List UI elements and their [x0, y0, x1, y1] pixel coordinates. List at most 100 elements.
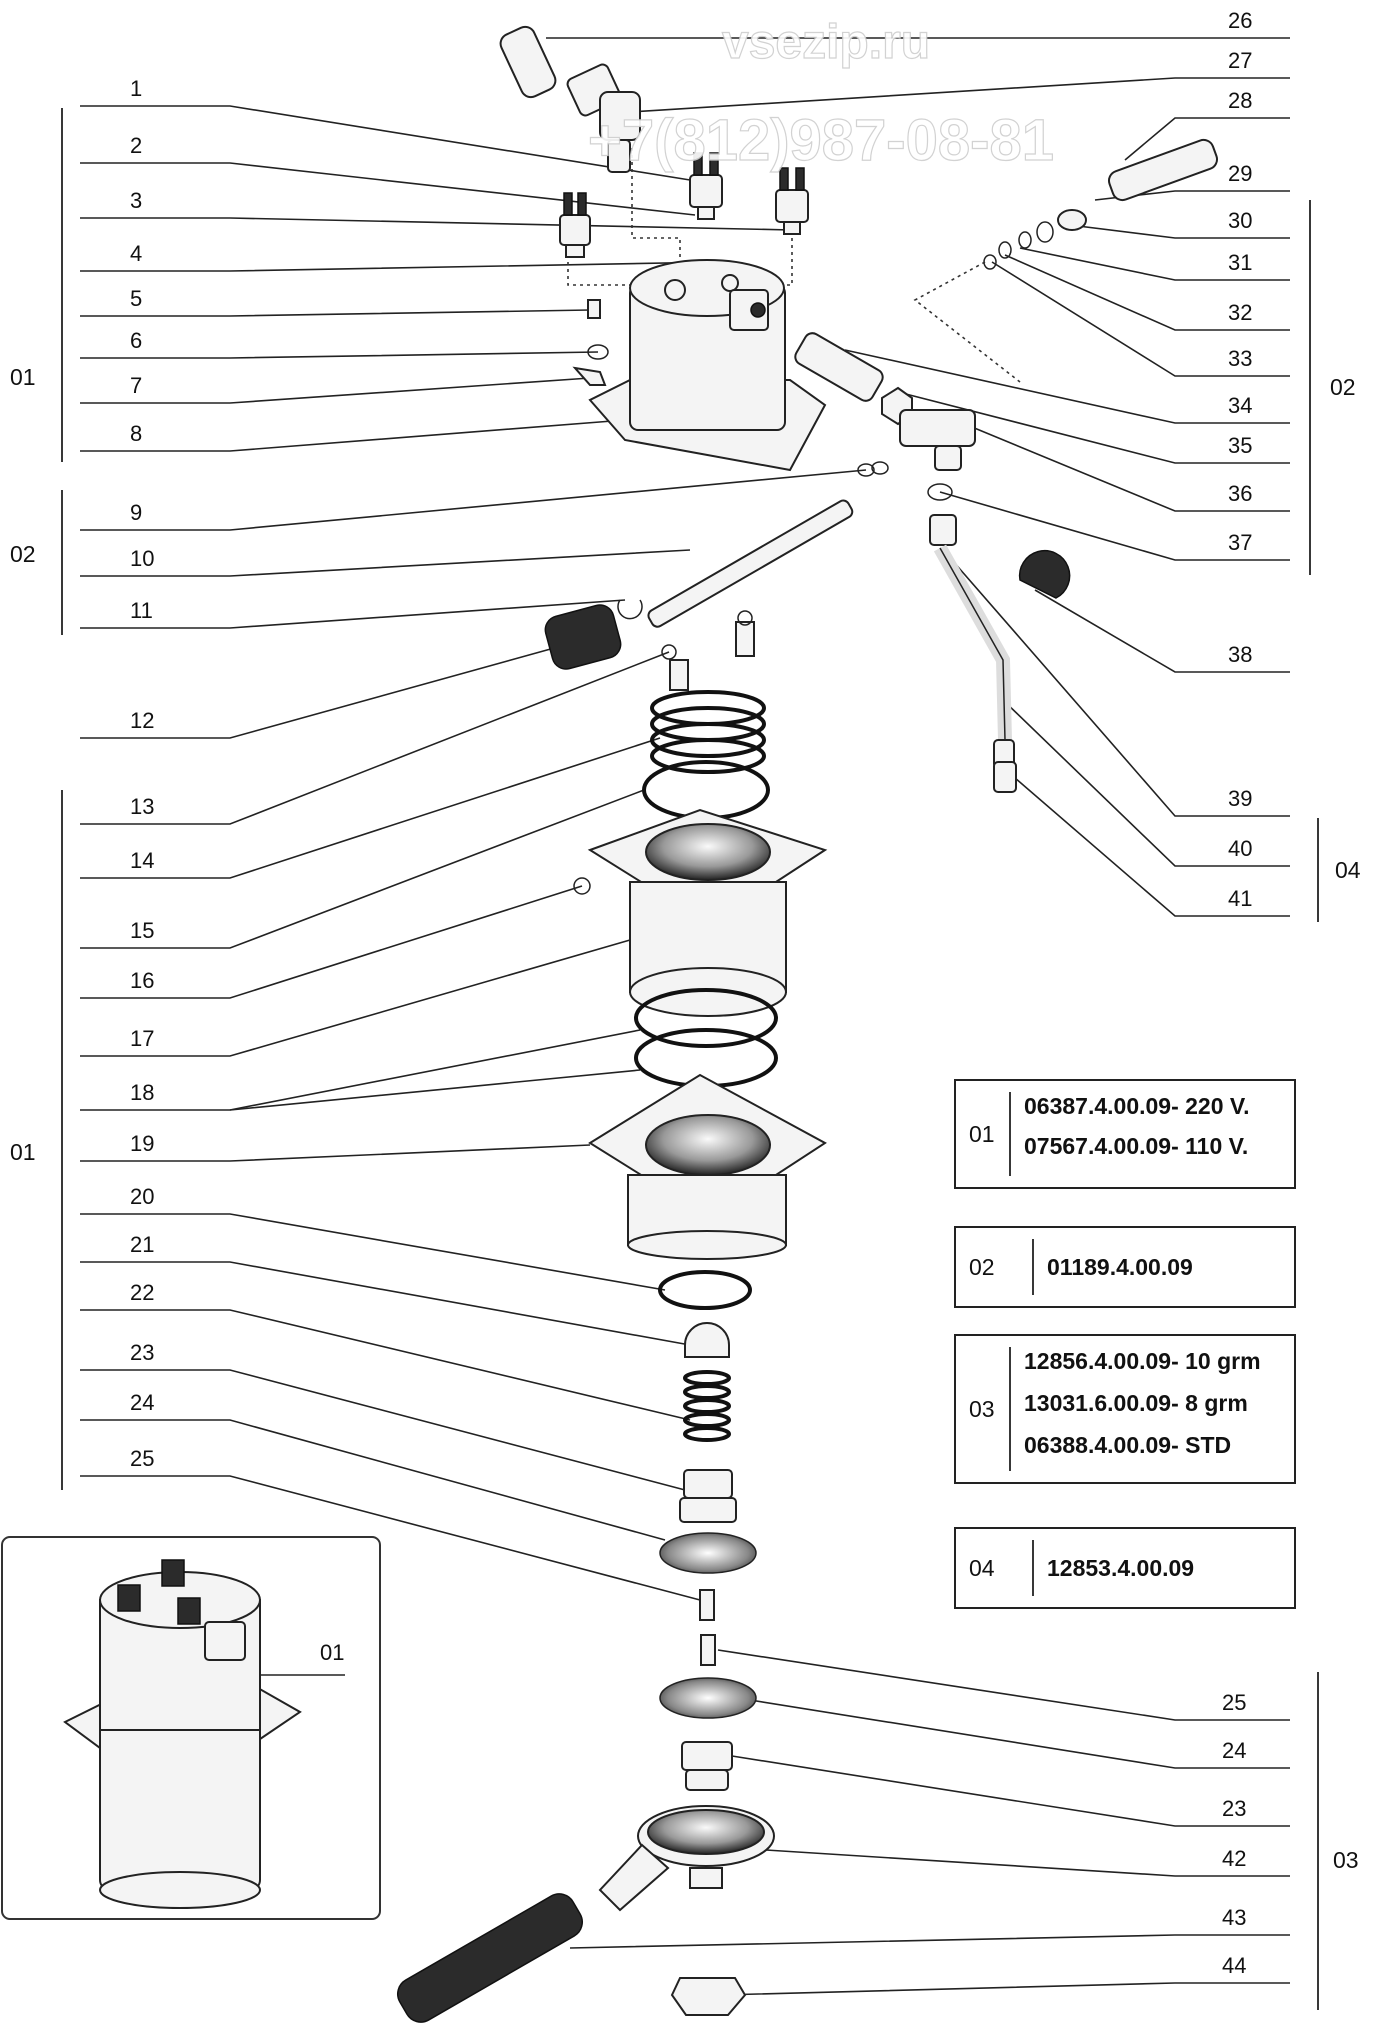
oring-18a [634, 988, 778, 1048]
callout-label-17: 17 [130, 1026, 154, 1051]
screw-25-lower [700, 1634, 716, 1666]
leader-line-left [80, 162, 696, 216]
leader-line-left [80, 939, 631, 1057]
legend-group-label: 01 [969, 1121, 995, 1147]
leader-line-right [991, 261, 1290, 377]
legend-box [954, 1334, 1296, 1484]
cap-38 [1018, 550, 1071, 599]
knob [544, 604, 622, 670]
leader-line-left [80, 1069, 641, 1111]
callout-label-3: 3 [130, 188, 142, 213]
legend-part-number: 06387.4.00.09- 220 V. [1024, 1093, 1250, 1119]
legend-box [954, 1226, 1296, 1308]
callout-label-11: 11 [130, 598, 153, 623]
callout-label-36: 36 [1228, 481, 1252, 506]
callout-label-24: 24 [130, 1390, 154, 1415]
callout-label-31: 31 [1228, 250, 1252, 275]
leader-line-left [80, 377, 591, 404]
gasket-20 [658, 1270, 752, 1310]
leader-line-left [80, 1261, 691, 1346]
leader-line-right [1061, 223, 1290, 239]
leader-line-right [719, 1982, 1290, 1996]
callout-label-4: 4 [130, 241, 142, 266]
callout-label-37: 37 [1228, 530, 1252, 555]
leader-line-left [80, 789, 645, 949]
leader-line-left [80, 1369, 686, 1491]
callout-label-29: 29 [1228, 161, 1252, 186]
callout-label-22: 22 [130, 1280, 154, 1305]
leader-line-right [749, 1699, 1290, 1769]
callout-label-5: 5 [130, 286, 142, 311]
leader-line-left [80, 549, 691, 577]
leader-line-left [80, 651, 670, 825]
leader-line-right [1002, 699, 1290, 867]
callout-label-6: 6 [130, 328, 142, 353]
watermark-site: vsezip.ru [722, 16, 930, 69]
thermostat-connectors [559, 152, 809, 286]
leader-line-left [80, 1144, 591, 1162]
legend-part-number: 12856.4.00.09- 10 grm [1024, 1348, 1261, 1374]
left-callout-labels: 1234567891011121314151617181920212223242… [80, 76, 867, 1601]
legend-part-number: 12853.4.00.09 [1047, 1555, 1194, 1581]
filter-disc-24 [659, 1532, 757, 1574]
leader-line-left [80, 469, 867, 531]
callout-label-26: 26 [1228, 8, 1252, 33]
legend-row-02: 02 01189.4.00.09 [954, 1226, 1296, 1308]
legend-group-label: 02 [969, 1254, 995, 1280]
group-label-left-01-bottom: 01 [10, 1139, 36, 1165]
leader-line-left [80, 599, 626, 629]
heating-coil [650, 610, 766, 774]
watermark-phone: +7(812)987-08-81 [588, 108, 1054, 173]
group-label-right-02: 02 [1330, 374, 1356, 400]
callout-label-39: 39 [1228, 786, 1252, 811]
callout-label-14: 14 [130, 848, 154, 873]
filter-disc-24-lower [659, 1677, 757, 1719]
leader-line-right [844, 349, 1290, 424]
callout-label-20: 20 [130, 1184, 154, 1209]
leader-line-left [80, 1213, 666, 1291]
leader-line-right [999, 764, 1290, 917]
callout-label-1: 1 [130, 76, 142, 101]
callout-label-33: 33 [1228, 346, 1252, 371]
leader-line-left [80, 105, 691, 181]
callout-label-15: 15 [130, 918, 154, 943]
boiler-upper-body [572, 259, 827, 472]
callout-label-44: 44 [1222, 1953, 1246, 1978]
leader-line-left [80, 737, 661, 879]
callout-label-13: 13 [130, 794, 154, 819]
steam-wand [929, 514, 1017, 793]
callout-label-25: 25 [1222, 1690, 1246, 1715]
callout-label-23: 23 [1222, 1796, 1246, 1821]
inset-boiler-assembly [63, 1559, 345, 1909]
callout-label-18: 18 [130, 1080, 154, 1105]
legend-part-number: 06388.4.00.09- STD [1024, 1432, 1231, 1458]
steam-valve-fittings [794, 138, 1218, 501]
legend-part-number: 13031.6.00.09- 8 grm [1024, 1390, 1248, 1416]
legend-box [954, 1079, 1296, 1189]
leader-line-left [80, 1419, 666, 1541]
legend-part-number: 01189.4.00.09 [1047, 1254, 1193, 1280]
screw-25 [699, 1589, 715, 1621]
leader-line-right [1019, 247, 1290, 281]
callout-label-42: 42 [1222, 1846, 1246, 1871]
leader-line-left [80, 261, 721, 272]
spout-44 [670, 1977, 747, 2016]
portafilter-42 [598, 1805, 775, 1912]
callout-label-12: 12 [130, 708, 154, 733]
callout-label-43: 43 [1222, 1905, 1246, 1930]
callout-label-40: 40 [1228, 836, 1252, 861]
group-label-left-01-top: 01 [10, 364, 36, 390]
nozzle-23-lower [681, 1741, 733, 1791]
callout-label-28: 28 [1228, 88, 1252, 113]
callout-label-25: 25 [130, 1446, 154, 1471]
leader-line-left [229, 1029, 641, 1111]
inset-frame [1, 1536, 381, 1920]
callout-label-41: 41 [1228, 886, 1252, 911]
spring-22 [683, 1370, 731, 1442]
leader-line-right [1004, 254, 1290, 331]
